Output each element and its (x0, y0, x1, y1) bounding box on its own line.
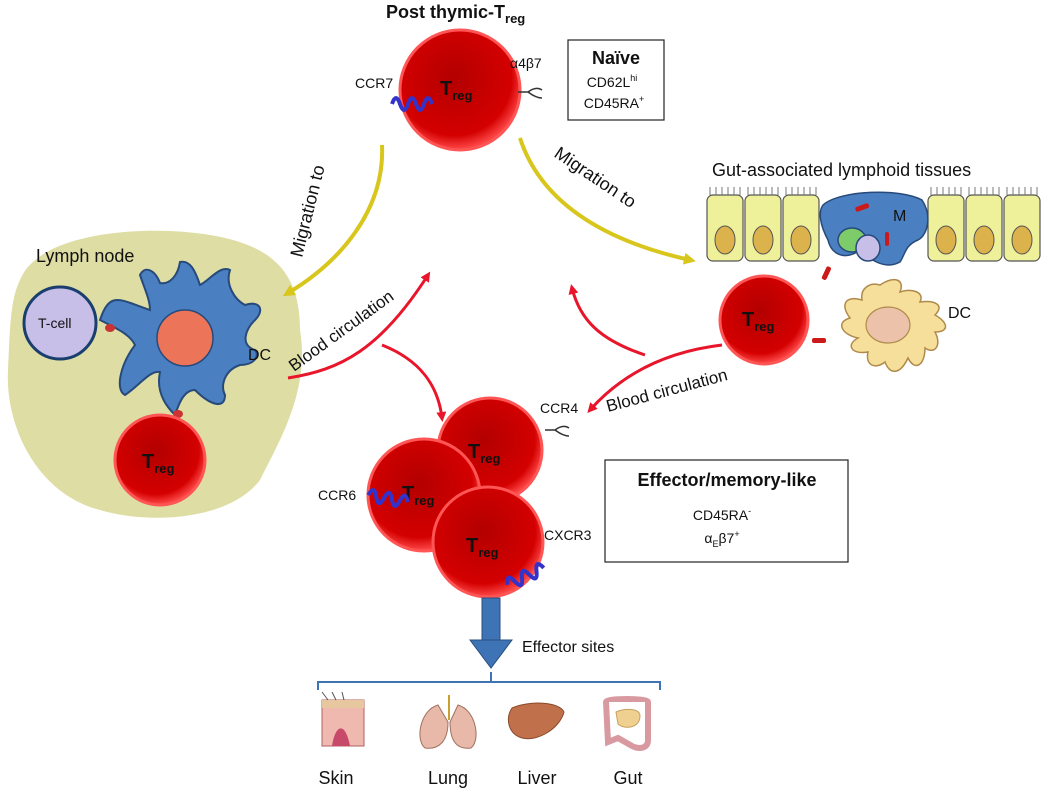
blood-label-right: Blood circulation (604, 365, 729, 416)
gut-epithelium (706, 187, 1041, 262)
gut-icon (602, 696, 651, 751)
galt-title: Gut-associated lymphoid tissues (712, 160, 971, 180)
naive-title: Naïve (592, 48, 640, 68)
migration-label-left: Migration to (286, 163, 328, 259)
effector-box: Effector/memory-like CD45RA- αEβ7+ (604, 459, 849, 563)
svg-text:Treg: Treg (402, 483, 435, 508)
effector-treg-cell-3: Treg (431, 485, 545, 599)
organ-label-skin: Skin (318, 768, 353, 788)
organ-label-liver: Liver (517, 768, 556, 788)
ln-contact-dot-2 (173, 410, 183, 418)
m-cell-label: M (893, 208, 906, 225)
cxcr3-receptor-icon (505, 562, 546, 588)
migration-arrow-left (282, 144, 385, 297)
blood-arrow-left-up (287, 271, 431, 380)
galt-dendritic-cell (840, 278, 947, 372)
ccr7-label: CCR7 (355, 75, 393, 91)
svg-text:Treg: Treg (142, 451, 175, 476)
effector-sites-label: Effector sites (522, 639, 614, 656)
organ-label-lung: Lung (428, 768, 468, 788)
ln-dc-label: DC (248, 347, 271, 364)
tcell: T-cell (22, 285, 98, 361)
a4b7-label: α4β7 (510, 55, 542, 71)
title-text: Post thymic-Treg (386, 2, 525, 26)
lung-icon (419, 695, 477, 749)
ccr4-label: CCR4 (540, 400, 578, 416)
migration-arrow-right (518, 137, 696, 265)
organ-label-gut: Gut (613, 768, 642, 788)
svg-text:Treg: Treg (440, 78, 473, 103)
effector-sites-bracket (317, 672, 661, 690)
svg-text:Treg: Treg (468, 441, 501, 466)
blood-arrow-right-down (587, 343, 723, 413)
ccr7-receptor-icon (390, 96, 434, 112)
naive-marker-2: CD45RA+ (584, 94, 645, 111)
a4b7-receptor-icon (518, 87, 543, 99)
m-cell (819, 191, 929, 266)
effector-marker-2: αEβ7+ (704, 529, 739, 549)
liver-icon (507, 702, 565, 740)
ccr6-receptor-icon (366, 488, 410, 508)
blood-arrow-right-up (568, 284, 646, 357)
cxcr3-label: CXCR3 (544, 527, 592, 543)
ln-dendritic-cell (98, 260, 262, 417)
svg-text:Treg: Treg (466, 535, 499, 560)
galt-treg-cell: Treg (718, 274, 810, 366)
ccr6-label: CCR6 (318, 487, 356, 503)
tcell-label: T-cell (38, 315, 71, 331)
galt-dc-label: DC (948, 305, 971, 322)
effector-title: Effector/memory-like (637, 470, 816, 490)
svg-text:Treg: Treg (742, 309, 775, 334)
naive-marker-1: CD62Lhi (587, 73, 638, 90)
ln-treg-cell: Treg (113, 413, 207, 507)
naive-box: Naïve CD62Lhi CD45RA+ (567, 39, 665, 121)
skin-icon (321, 691, 365, 747)
ln-contact-dot-1 (105, 324, 115, 332)
blood-arrow-left-down (381, 343, 447, 422)
effector-marker-1: CD45RA- (693, 506, 751, 523)
ccr4-receptor-icon (545, 425, 570, 437)
lymph-node-title: Lymph node (36, 246, 134, 266)
top-treg-cell: Treg (398, 28, 522, 152)
effector-down-arrow (469, 597, 513, 669)
